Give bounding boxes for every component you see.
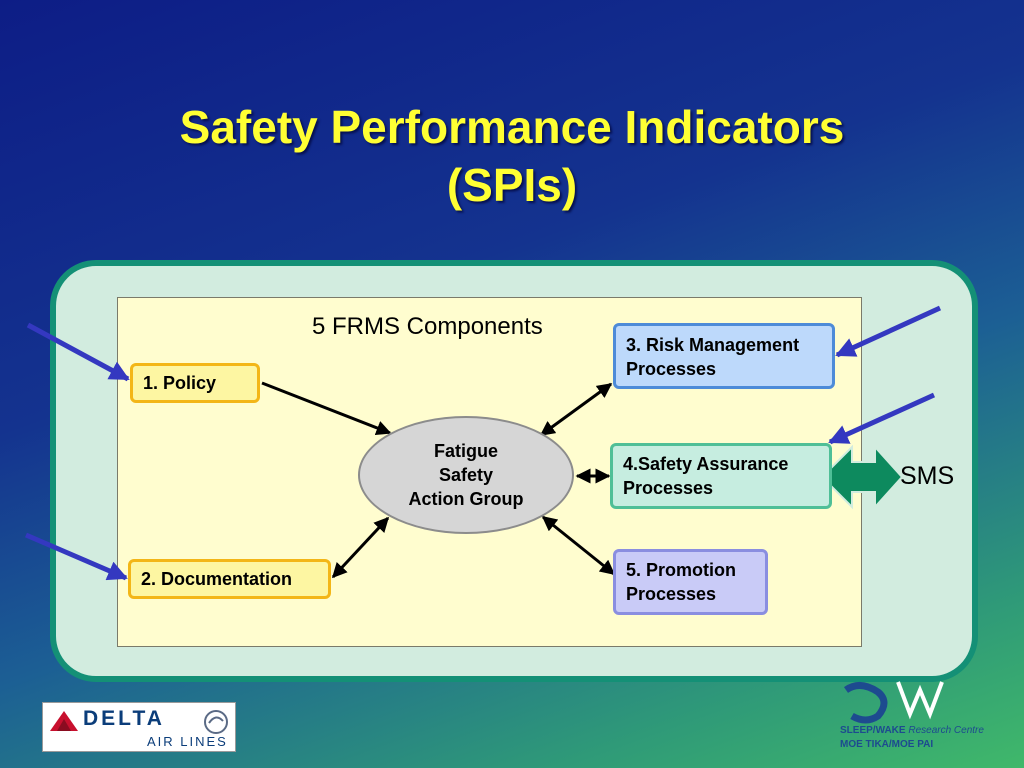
component-risk-management-box: 3. Risk Management Processes xyxy=(613,323,835,389)
arrow-policy-to-group xyxy=(261,381,392,436)
component-documentation-label: 2. Documentation xyxy=(141,569,293,589)
component-documentation-box: 2. Documentation xyxy=(128,559,331,599)
component-risk-line1: 3. Risk Management xyxy=(626,335,800,355)
center-line3: Action Group xyxy=(408,489,524,509)
pointer-arrow-risk xyxy=(835,305,942,358)
sleepwake-line2: MOE TIKA/MOE PAI xyxy=(840,739,934,750)
center-line1: Fatigue xyxy=(433,441,498,461)
arrow-group-promotion xyxy=(541,515,616,576)
slide-title: Safety Performance Indicators (SPIs) xyxy=(0,98,1024,214)
component-promotion-box: 5. Promotion Processes xyxy=(613,549,768,615)
pointer-arrow-documentation xyxy=(25,532,128,581)
component-safety-assurance-box: 4.Safety Assurance Processes xyxy=(610,443,832,509)
pointer-arrow-policy xyxy=(26,322,130,382)
component-assurance-line2: Processes xyxy=(623,478,714,498)
sleepwake-suffix: Research Centre xyxy=(908,725,984,736)
slide-title-line2: (SPIs) xyxy=(446,159,578,211)
sms-double-arrow xyxy=(820,444,904,510)
component-promotion-line1: 5. Promotion xyxy=(626,560,737,580)
fatigue-safety-action-group: Fatigue Safety Action Group xyxy=(358,416,574,534)
slide-title-line1: Safety Performance Indicators xyxy=(179,101,845,153)
delta-widget-icon xyxy=(50,711,78,731)
skyteam-icon xyxy=(204,710,228,734)
delta-wordmark: DELTA xyxy=(83,707,165,730)
component-policy-label: 1. Policy xyxy=(143,373,217,393)
delta-logo: DELTA AIR LINES xyxy=(42,702,236,752)
pointer-arrow-assurance xyxy=(828,392,936,445)
arrow-group-doc xyxy=(331,516,390,579)
sms-label: SMS xyxy=(900,462,955,490)
sleepwake-line1: SLEEP/WAKE Research Centre xyxy=(840,725,984,736)
component-policy-box: 1. Policy xyxy=(130,363,260,403)
component-risk-line2: Processes xyxy=(626,359,717,379)
arrow-group-risk xyxy=(539,382,613,437)
center-line2: Safety xyxy=(438,465,494,485)
components-heading: 5 FRMS Components xyxy=(312,313,543,340)
sleepwake-logo-icon xyxy=(843,681,944,724)
delta-subtitle: AIR LINES xyxy=(147,734,228,749)
component-assurance-line1: 4.Safety Assurance xyxy=(623,454,789,474)
sleepwake-name: SLEEP/WAKE xyxy=(840,725,906,736)
component-promotion-line2: Processes xyxy=(626,584,717,604)
